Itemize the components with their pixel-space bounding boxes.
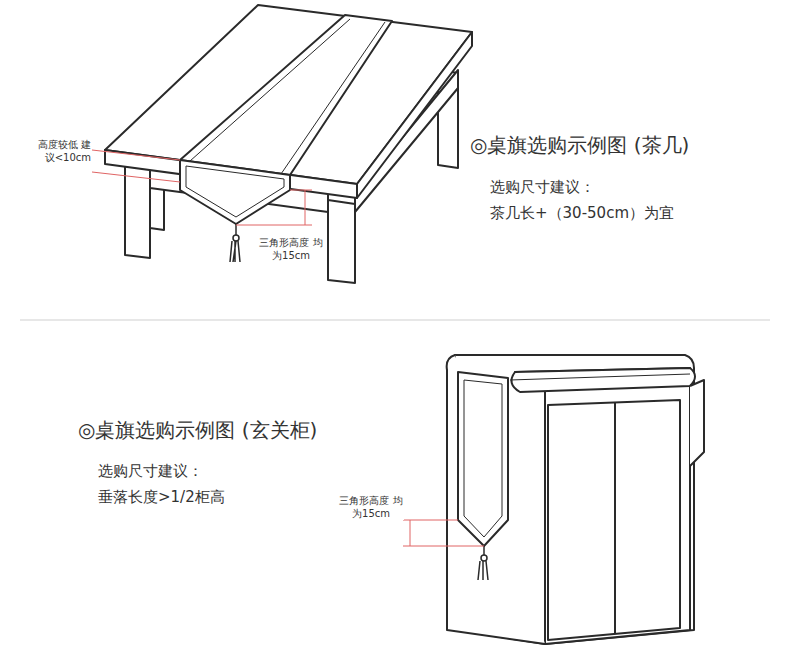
section-title: ◎桌旗选购示例图 (茶几) bbox=[470, 133, 689, 158]
dimension-line bbox=[403, 520, 484, 546]
section-title: ◎桌旗选购示例图 (玄关柜) bbox=[78, 418, 317, 443]
table-runner bbox=[180, 15, 392, 175]
cabinet-top-edge bbox=[511, 368, 695, 392]
runner-stripe bbox=[464, 380, 502, 537]
table-leg bbox=[328, 200, 355, 283]
tassel bbox=[478, 561, 488, 580]
dimension-note: 高度较低 建议<10cm bbox=[32, 139, 92, 164]
tassel-bead bbox=[233, 235, 239, 241]
runner-stripe bbox=[510, 374, 690, 380]
runner-stripe bbox=[190, 19, 385, 174]
dimension-note: 三角形高度 均为15cm bbox=[338, 495, 404, 520]
tassel-cord bbox=[235, 224, 237, 236]
dimension-line bbox=[236, 190, 312, 225]
cabinet-door bbox=[548, 400, 680, 640]
cabinet-side bbox=[447, 355, 545, 644]
tassel-bead bbox=[481, 555, 487, 561]
runner-drop bbox=[180, 160, 290, 224]
cabinet-runner bbox=[690, 380, 704, 466]
table-top-edge bbox=[357, 32, 472, 198]
size-heading: 选购尺寸建议： bbox=[490, 178, 595, 197]
table-leg bbox=[125, 165, 150, 258]
size-heading: 选购尺寸建议： bbox=[98, 462, 203, 481]
runner-stripe bbox=[186, 166, 284, 217]
dimension-line bbox=[92, 150, 180, 182]
cabinet-front bbox=[515, 368, 690, 644]
tassel bbox=[230, 241, 240, 262]
door-gap bbox=[614, 402, 616, 634]
dimension-note: 三角形高度 均为15cm bbox=[258, 237, 324, 262]
divider bbox=[20, 320, 770, 321]
size-advice: 茶几长+（30-50cm）为宜 bbox=[490, 204, 674, 223]
cabinet-runner bbox=[458, 372, 508, 546]
size-advice: 垂落长度>1/2柜高 bbox=[98, 488, 225, 507]
